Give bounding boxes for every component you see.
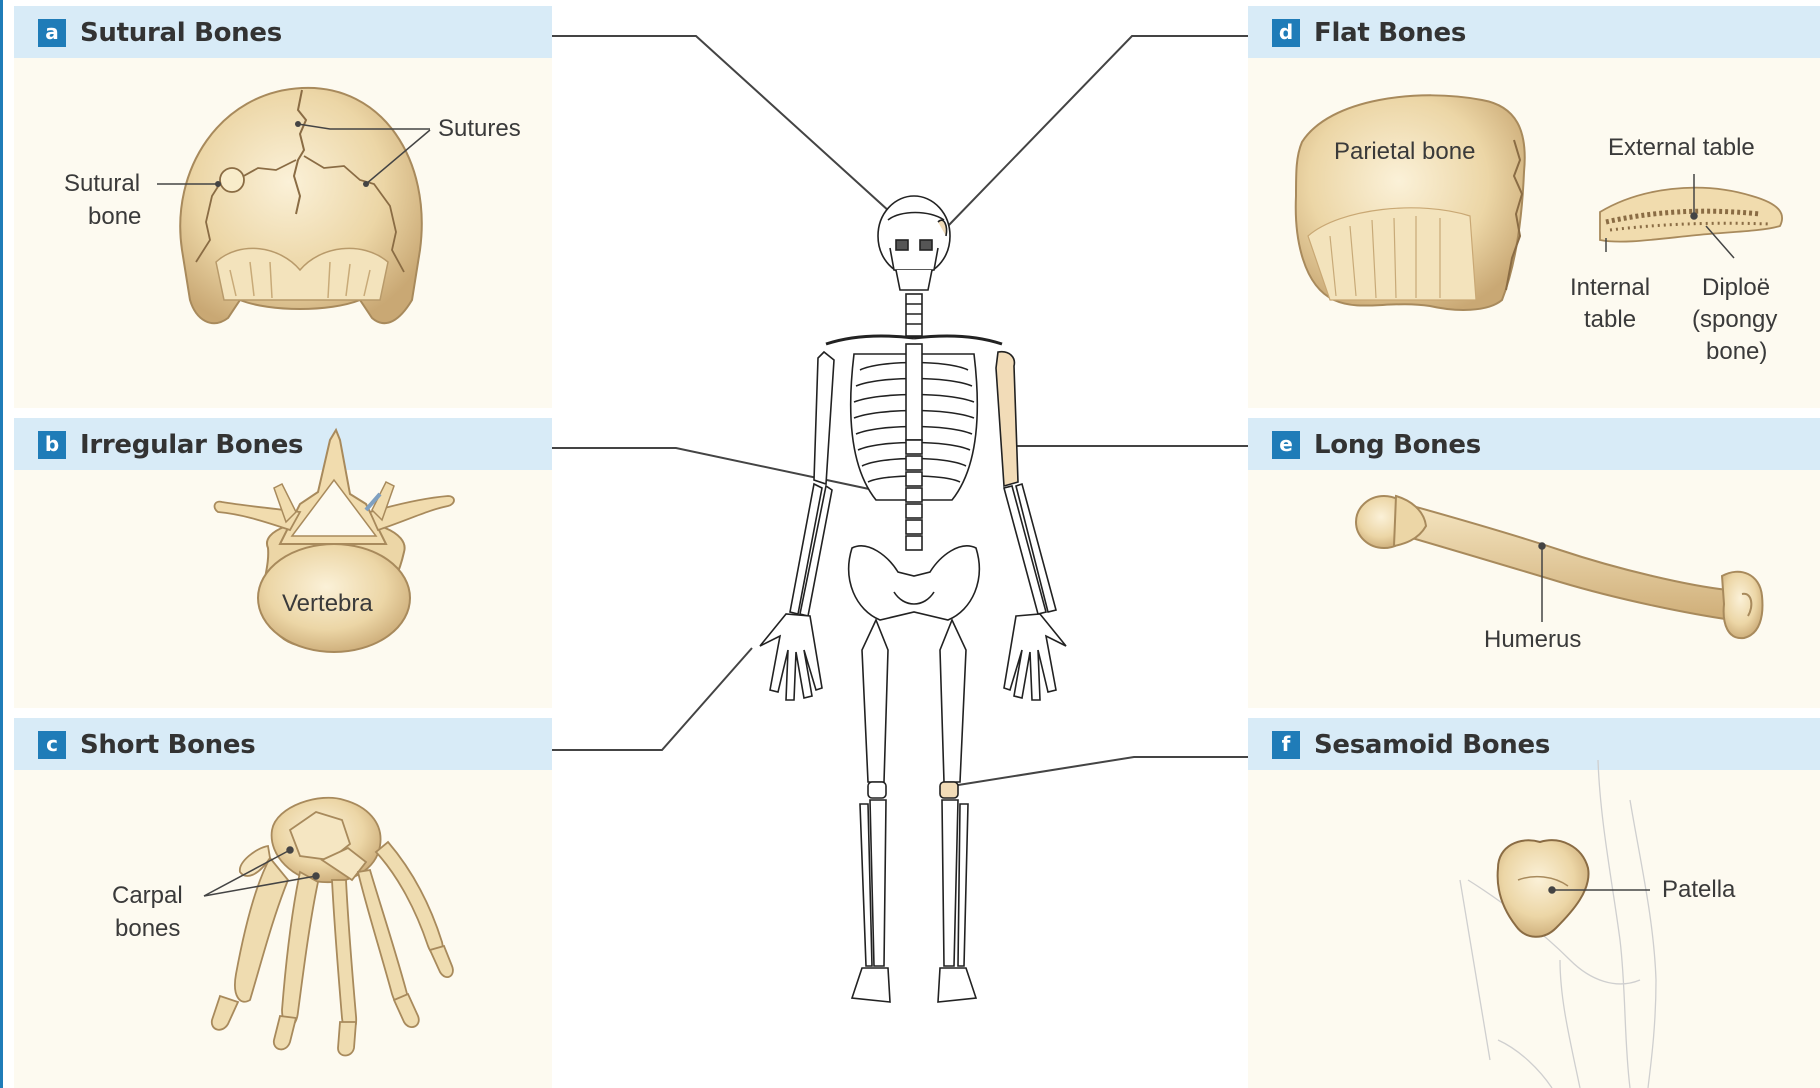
connector-sutural [552,36,890,212]
label-bone-close: bone) [1706,336,1767,368]
label-carpal: Carpal [112,880,183,912]
label-vertebra: Vertebra [282,588,373,620]
skeleton-illustration [760,196,1066,1002]
connector-sesamoid [952,757,1248,786]
label-humerus: Humerus [1484,624,1581,656]
skull-illustration [157,88,430,323]
label-bones: bones [115,913,180,945]
label-sutures: Sutures [438,113,521,145]
patella-illustration [1498,840,1589,936]
connector-irregular [552,448,902,496]
connector-short [552,648,752,750]
label-parietal-bone: Parietal bone [1334,136,1475,168]
label-diploe: Diploë [1702,272,1770,304]
label-sutural: Sutural [64,168,140,200]
label-spongy: (spongy [1692,304,1777,336]
label-external-table: External table [1608,132,1755,164]
label-internal: Internal [1570,272,1650,304]
label-bone: bone [88,201,141,233]
humerus-illustration [1356,496,1762,638]
parietal-illustration [1296,95,1525,310]
connector-flat [948,36,1248,226]
hand-illustration [212,798,453,1056]
label-table: table [1584,304,1636,336]
label-patella: Patella [1662,874,1735,906]
